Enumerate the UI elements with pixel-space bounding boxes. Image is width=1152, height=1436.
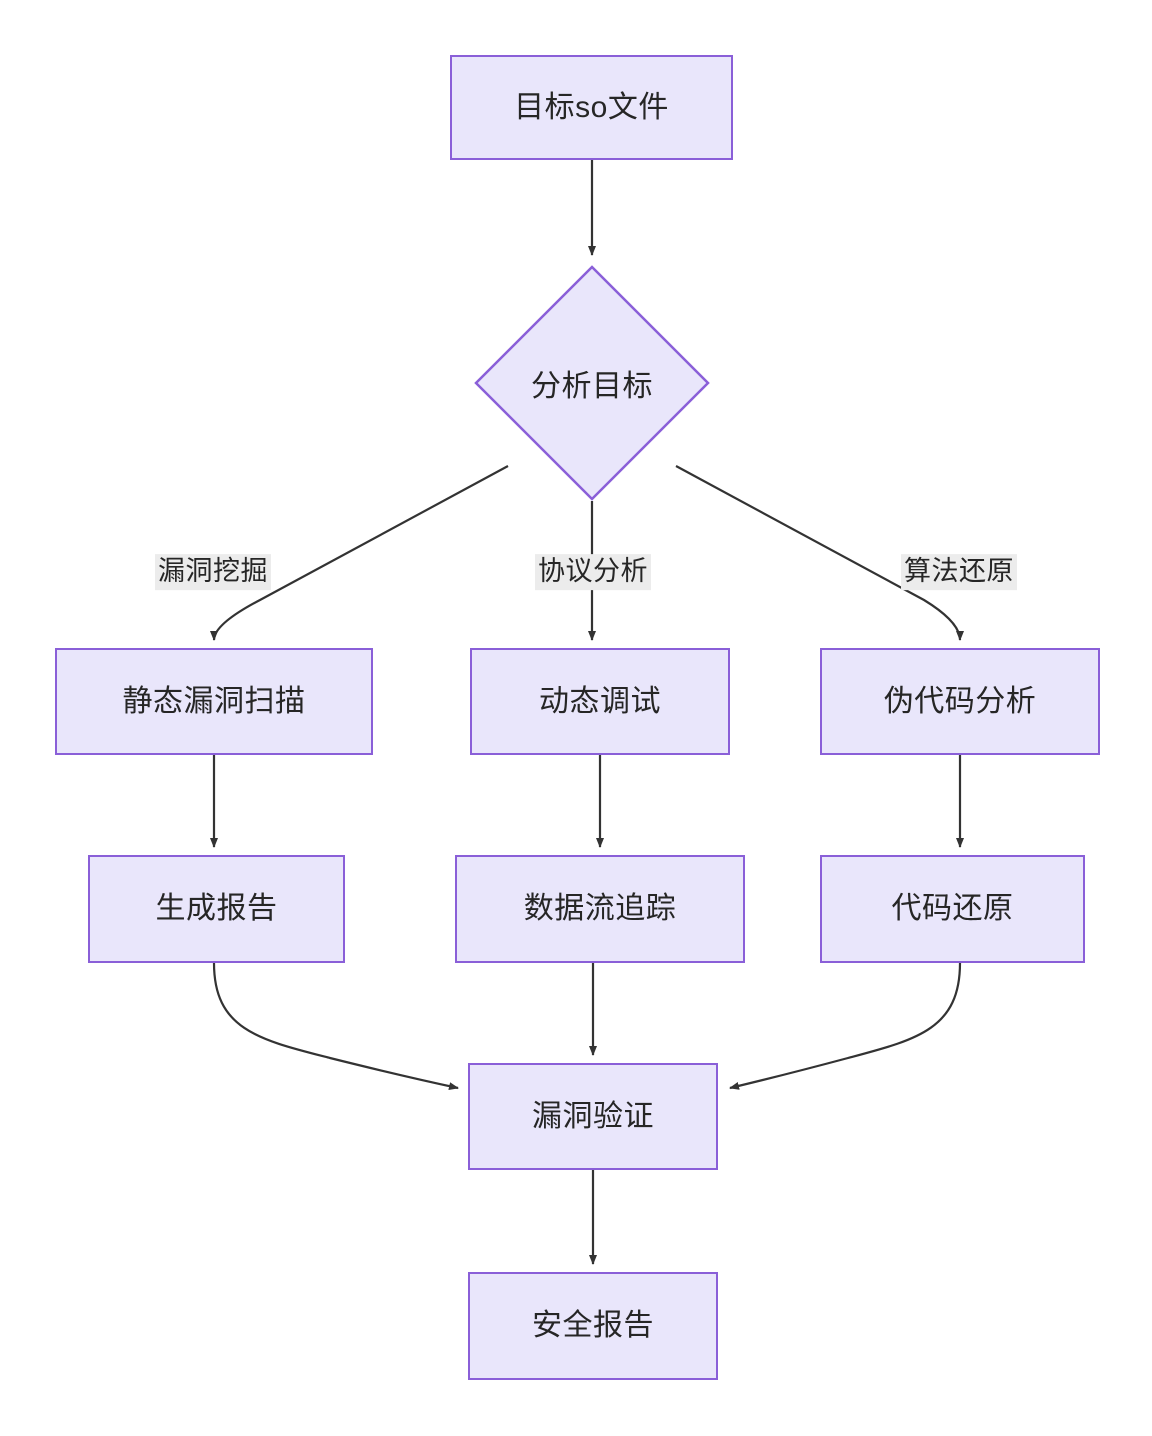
node-label: 漏洞验证 <box>532 1099 654 1133</box>
diamond-shape <box>474 265 710 501</box>
node-static-vuln-scan[interactable]: 静态漏洞扫描 <box>55 648 373 755</box>
node-pseudocode-analysis[interactable]: 伪代码分析 <box>820 648 1100 755</box>
node-label: 数据流追踪 <box>523 892 677 925</box>
edge-label-vuln-mining: 漏洞挖掘 <box>155 554 271 590</box>
node-label: 代码还原 <box>891 892 1014 925</box>
edge-code-restore-to-vuln-verify <box>729 962 962 1090</box>
node-analyze-target[interactable]: 分析目标 <box>474 265 710 501</box>
node-label: 目标so文件 <box>514 90 669 124</box>
node-security-report[interactable]: 安全报告 <box>468 1272 718 1380</box>
edge-analyze-to-pseudocode <box>675 465 964 641</box>
node-label: 安全报告 <box>532 1309 654 1342</box>
node-label: 动态调试 <box>539 684 661 718</box>
node-target-so-file[interactable]: 目标so文件 <box>450 55 733 160</box>
node-vulnerability-verification[interactable]: 漏洞验证 <box>468 1063 718 1170</box>
edge-label-protocol-analysis: 协议分析 <box>535 554 651 590</box>
node-label: 静态漏洞扫描 <box>122 684 306 718</box>
edge-label-algorithm-restore: 算法还原 <box>901 554 1017 590</box>
node-code-restoration[interactable]: 代码还原 <box>820 855 1085 963</box>
node-generate-report[interactable]: 生成报告 <box>88 855 345 963</box>
node-label: 分析目标 <box>531 370 653 403</box>
node-label: 生成报告 <box>155 892 278 925</box>
node-dataflow-tracking[interactable]: 数据流追踪 <box>455 855 745 963</box>
node-label: 伪代码分析 <box>883 684 1037 718</box>
edge-gen-report-to-vuln-verify <box>212 962 459 1091</box>
node-dynamic-debug[interactable]: 动态调试 <box>470 648 730 755</box>
edge-analyze-to-static-scan <box>210 465 509 641</box>
